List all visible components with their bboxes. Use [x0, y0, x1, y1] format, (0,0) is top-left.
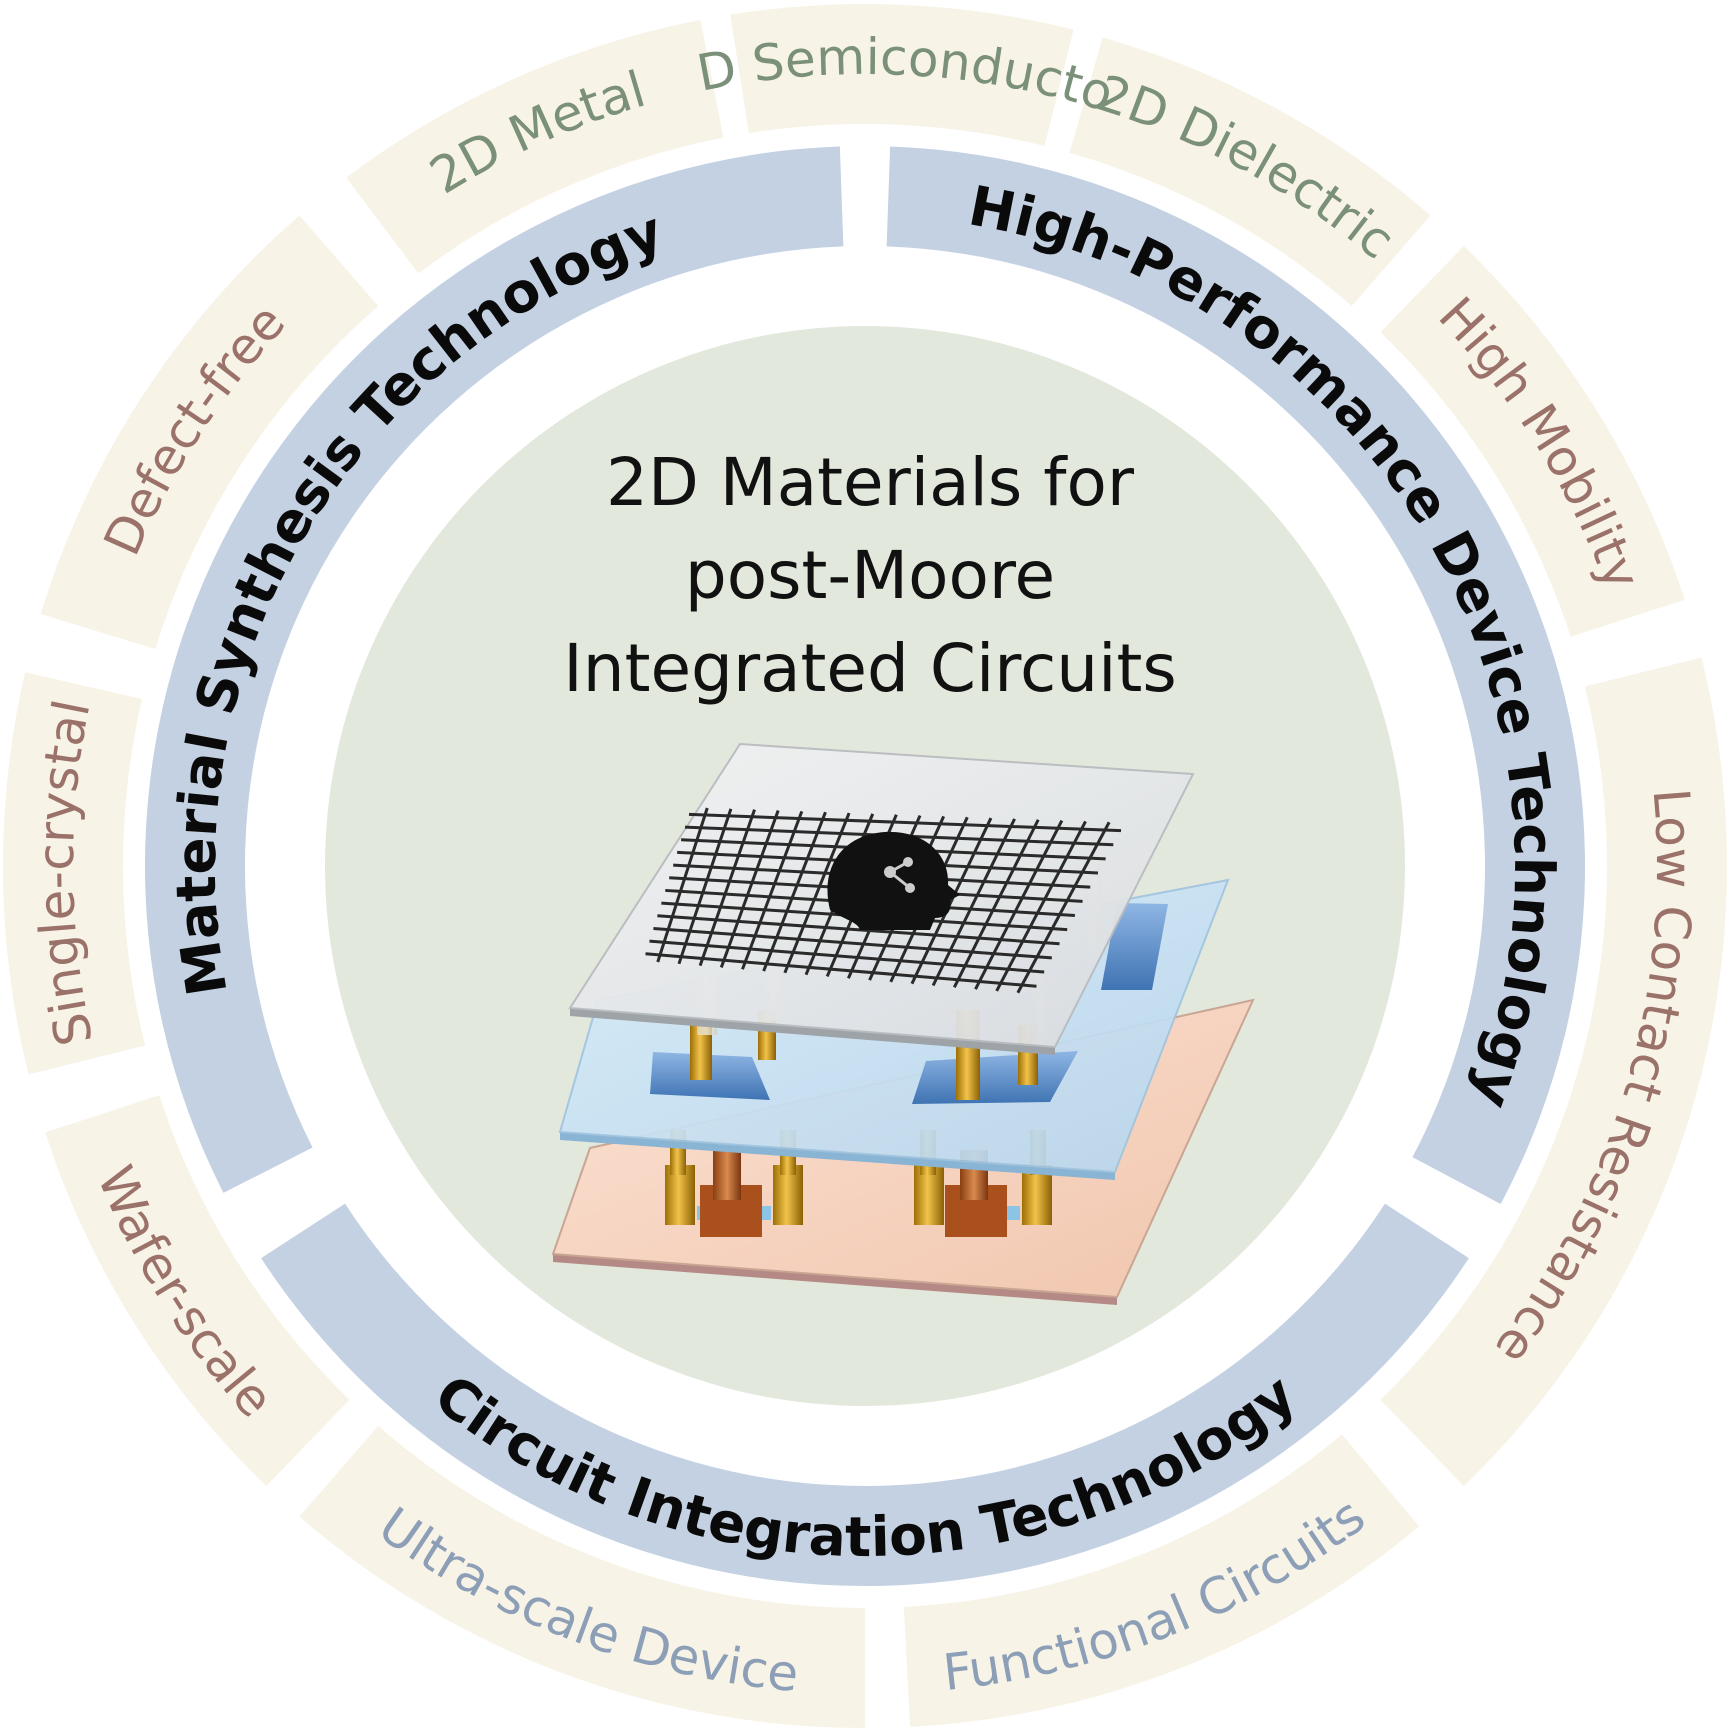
band-high-performance-device	[886, 146, 1585, 1205]
segment-2d-dielectric	[1069, 37, 1431, 307]
grid-column-line	[995, 820, 1087, 992]
segment-single-crystal	[3, 672, 146, 1075]
segment-2d-metal	[346, 19, 724, 274]
grid-column-line	[741, 810, 804, 970]
top-layer	[568, 742, 1195, 1055]
segment-low-contact-resistance	[1380, 657, 1727, 1487]
segment-functional-circuits	[903, 1434, 1420, 1727]
title-line-2: post-Moore	[685, 537, 1055, 614]
band-material-synthesis	[144, 146, 844, 1193]
title-line-1: 2D Materials for	[606, 444, 1135, 521]
technology-ring	[144, 146, 1585, 1586]
grid-column-line	[783, 812, 851, 974]
band-circuit-integration	[261, 1203, 1469, 1586]
segment-2d-semiconductor	[730, 3, 1074, 147]
grid-column-line	[1016, 821, 1111, 994]
grid-row-line	[653, 926, 1052, 960]
segment-ultra-scale-device	[299, 1425, 865, 1728]
grid-column-line	[762, 811, 827, 972]
grid-column-line	[677, 808, 733, 965]
grid-column-line	[974, 819, 1064, 990]
grid-row-line	[645, 952, 1037, 988]
brain-head-icon	[827, 831, 960, 930]
grid-column-line	[910, 817, 993, 985]
grid-row-line	[688, 812, 1122, 833]
grid-column-line	[931, 818, 1016, 987]
segment-wafer-scale	[45, 1095, 350, 1487]
grid-column-line	[698, 809, 756, 967]
grid-row-line	[657, 914, 1060, 946]
segment-defect-free	[40, 215, 379, 650]
grid-column-line	[656, 807, 709, 963]
outer-ring	[3, 3, 1727, 1728]
chip-stack-illustration	[551, 742, 1255, 1305]
grid-row-line	[649, 939, 1045, 974]
grid-column-line	[719, 810, 780, 968]
grid-column-line	[952, 819, 1040, 988]
title-line-3: Integrated Circuits	[563, 630, 1176, 707]
segment-high-mobility	[1380, 245, 1685, 637]
